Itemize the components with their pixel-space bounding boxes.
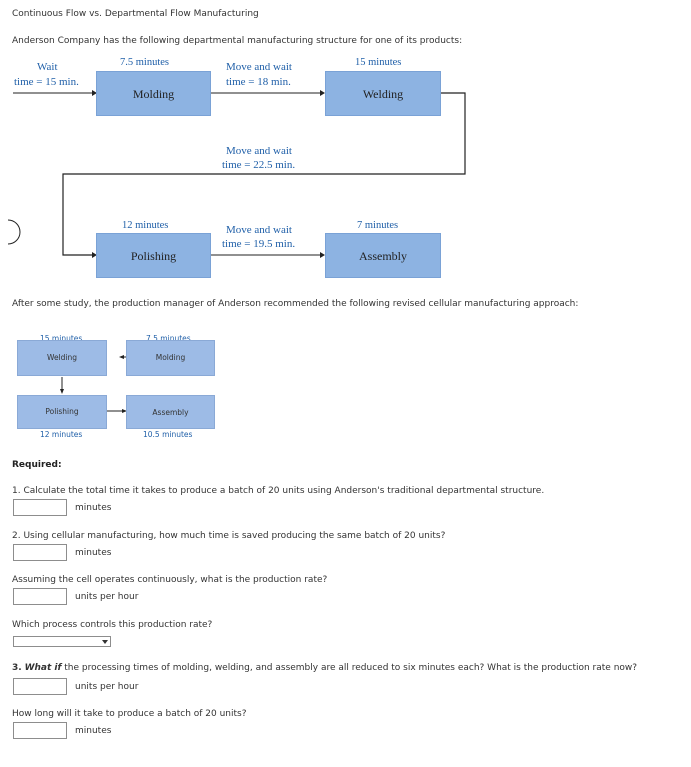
molding-box: Molding <box>96 71 211 116</box>
polishing-time-label: 12 minutes <box>122 220 169 231</box>
move-wait-3-time: time = 19.5 min. <box>222 238 296 250</box>
cell-welding-box: Welding <box>17 340 107 376</box>
move-wait-3-label: Move and wait <box>226 224 292 236</box>
cell-polishing-time: 12 minutes <box>40 430 83 439</box>
polishing-box: Polishing <box>96 233 211 278</box>
process-select[interactable] <box>13 636 111 647</box>
q3b-minutes-input[interactable] <box>13 722 67 739</box>
move-wait-2-time: time = 22.5 min. <box>222 159 296 171</box>
welding-time-label: 15 minutes <box>355 57 402 68</box>
q3b-unit: minutes <box>75 726 112 736</box>
intro-text: Anderson Company has the following depar… <box>12 36 463 46</box>
cell-welding-time: 15 minutes <box>40 334 83 343</box>
question-2b: Assuming the cell operates continuously,… <box>12 575 328 585</box>
q2b-rate-input[interactable] <box>13 588 67 605</box>
cell-polishing-label: Polishing <box>45 407 79 416</box>
question-1: 1. Calculate the total time it takes to … <box>12 486 545 496</box>
q3-text: the processing times of molding, welding… <box>64 663 638 673</box>
question-3b: How long will it take to produce a batch… <box>12 709 247 719</box>
cell-assembly-label: Assembly <box>152 408 189 417</box>
assembly-time-label: 7 minutes <box>357 220 399 231</box>
q3-what-if: What if <box>24 663 62 673</box>
question-2c: Which process controls this production r… <box>12 620 213 630</box>
cell-assembly-time: 10.5 minutes <box>143 430 193 439</box>
cell-welding-label: Welding <box>46 353 78 362</box>
move-wait-1-time: time = 18 min. <box>226 76 291 88</box>
question-3: 3. What if the processing times of moldi… <box>12 663 637 673</box>
q2-minutes-input[interactable] <box>13 544 67 561</box>
question-2: 2. Using cellular manufacturing, how muc… <box>12 531 446 541</box>
molding-time-label: 7.5 minutes <box>120 57 169 68</box>
q1-minutes-input[interactable] <box>13 499 67 516</box>
q2b-unit: units per hour <box>75 592 139 602</box>
move-wait-2-label: Move and wait <box>226 145 292 157</box>
q2-unit: minutes <box>75 548 112 558</box>
cell-polishing-box: Polishing <box>17 395 107 429</box>
wait-label: Wait <box>37 61 58 73</box>
cell-molding-time: 7.5 minutes <box>146 334 191 343</box>
page-title: Continuous Flow vs. Departmental Flow Ma… <box>12 9 259 19</box>
wait-time-label: time = 15 min. <box>14 76 79 88</box>
assembly-label: Assembly <box>359 249 407 263</box>
required-heading: Required: <box>12 460 62 470</box>
molding-label: Molding <box>132 87 175 101</box>
move-wait-1-label: Move and wait <box>226 61 292 73</box>
welding-label: Welding <box>362 87 404 101</box>
cell-assembly-box: Assembly <box>126 395 215 429</box>
cell-molding-label: Molding <box>155 353 186 362</box>
q3-rate-input[interactable] <box>13 678 67 695</box>
q3-number: 3. <box>12 663 22 673</box>
cell-molding-box: Molding <box>126 340 215 376</box>
welding-box: Welding <box>325 71 441 116</box>
chevron-down-icon <box>102 640 108 644</box>
assembly-box: Assembly <box>325 233 441 278</box>
polishing-label: Polishing <box>130 249 177 263</box>
q3-unit: units per hour <box>75 682 139 692</box>
transition-text: After some study, the production manager… <box>12 299 579 309</box>
q1-unit: minutes <box>75 503 112 513</box>
